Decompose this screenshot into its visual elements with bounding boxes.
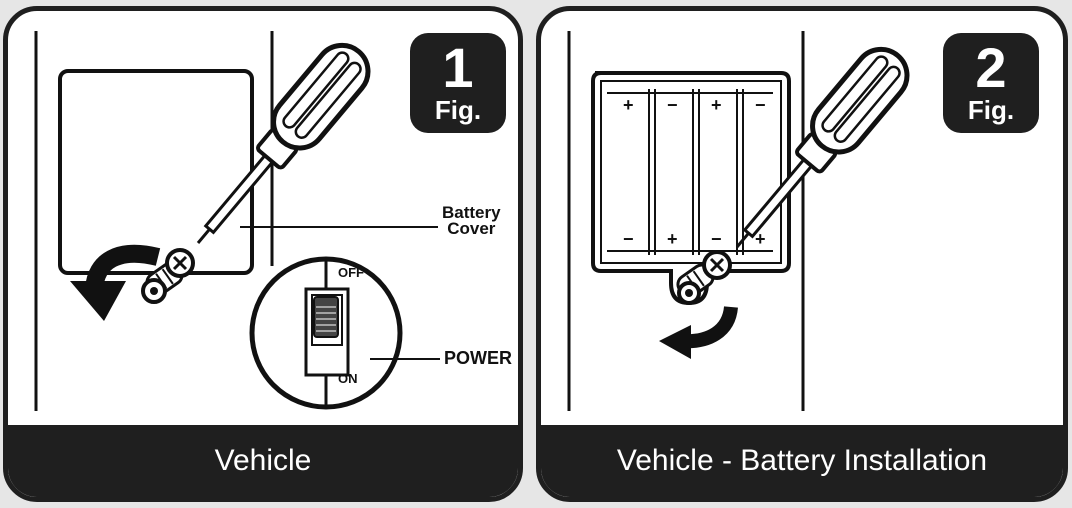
panel-caption: Vehicle	[214, 444, 312, 477]
polarity-mark: −	[755, 95, 766, 115]
figure-number: 1	[442, 36, 474, 99]
figure-panel-2: + − + − − + − + 2 Fig. Vehicle - Battery…	[536, 6, 1068, 502]
battery-installation-illustration	[567, 31, 910, 411]
power-switch-detail	[249, 256, 403, 410]
polarity-mark: −	[711, 229, 722, 249]
power-label: POWER	[444, 348, 513, 368]
polarity-mark: −	[667, 95, 678, 115]
battery-cover-label-line1: Battery	[442, 203, 501, 222]
on-label: ON	[338, 371, 358, 386]
battery-cover-label: Battery Cover	[442, 203, 501, 238]
screw-icon	[676, 250, 732, 305]
figure-panel-1: 1 Fig. Battery Cover OFF ON POWER Vehicl…	[3, 6, 523, 502]
polarity-mark: +	[623, 95, 634, 115]
figure-badge-2: 2 Fig.	[943, 33, 1039, 133]
screw-icon	[141, 248, 195, 304]
rotate-arrow-icon	[659, 305, 738, 359]
polarity-mark: −	[623, 229, 634, 249]
polarity-mark: +	[755, 229, 766, 249]
figure-badge-1: 1 Fig.	[410, 33, 506, 133]
caption-bar: Vehicle - Battery Installation	[541, 425, 1063, 497]
figure-label: Fig.	[434, 95, 482, 125]
figure-label: Fig.	[967, 95, 1015, 125]
polarity-mark: +	[711, 95, 722, 115]
caption-bar: Vehicle	[8, 425, 518, 497]
off-label: OFF	[338, 265, 364, 280]
compartment-inner	[600, 80, 782, 264]
polarity-mark: +	[667, 229, 678, 249]
battery-cover	[58, 69, 254, 275]
rotate-arrow-icon	[70, 244, 161, 321]
screwdriver-icon	[735, 46, 910, 248]
figure-number: 2	[975, 36, 1007, 99]
battery-cover-label-line2: Cover	[447, 219, 496, 238]
vehicle-illustration	[34, 31, 440, 411]
battery-slots	[607, 89, 773, 255]
panel-caption: Vehicle - Battery Installation	[616, 444, 988, 477]
screwdriver-icon	[196, 42, 371, 244]
